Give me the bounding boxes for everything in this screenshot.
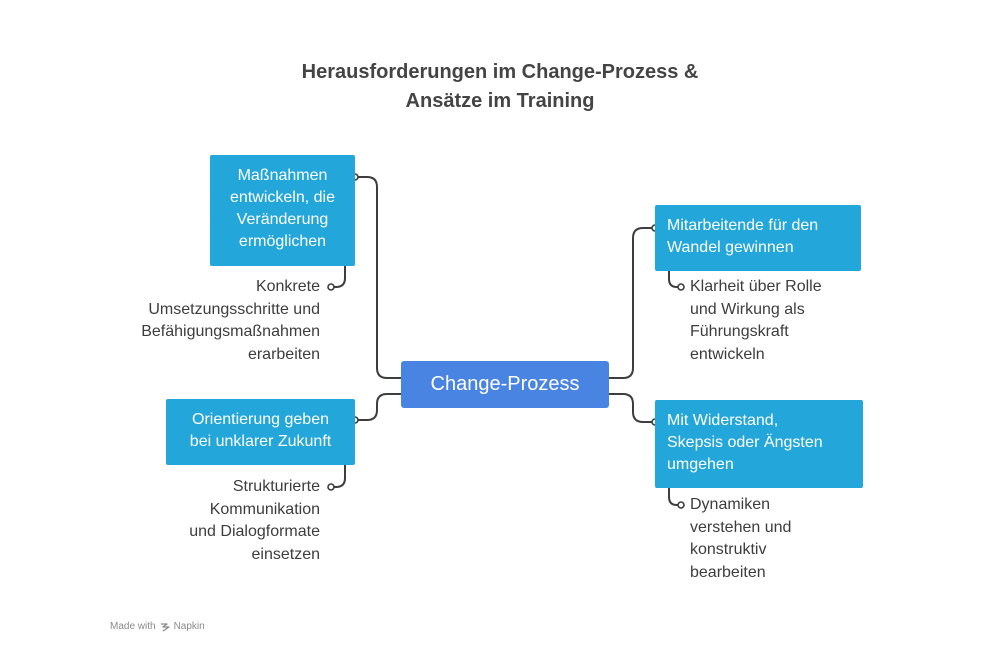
desc-line: Konkrete [255, 278, 320, 295]
box-top-right: Mitarbeitende für den Wandel gewinnen [655, 205, 861, 271]
made-with-napkin: Made with Napkin [110, 621, 205, 632]
connector-dot [677, 501, 685, 509]
desc-top-right: Klarheit über Rolle und Wirkung als Führ… [690, 276, 822, 366]
desc-line: erarbeiten [247, 345, 320, 363]
connector-dot [677, 283, 685, 291]
hook-bottom-left [331, 464, 346, 488]
box-line: Wandel gewinnen [667, 239, 794, 256]
title-line-2: Ansätze im Training [405, 90, 595, 112]
connector-bottom-left [354, 393, 402, 421]
desc-line: bearbeiten [690, 563, 766, 581]
desc-line: Umsetzungsschritte und [148, 300, 320, 318]
title-line-1: Herausforderungen im Change-Prozess & [301, 61, 699, 83]
desc-top-left: Konkrete Umsetzungsschritte und Befähigu… [141, 276, 320, 366]
box-line: Skepsis oder Ängsten [667, 434, 823, 451]
desc-line: Strukturierte [232, 478, 320, 495]
box-line: Mit Widerstand, [667, 412, 779, 429]
box-line: Maßnahmen [237, 167, 328, 184]
desc-line: Klarheit über Rolle [690, 278, 822, 295]
hook-top-left [331, 265, 346, 288]
box-line: umgehen [667, 456, 734, 473]
desc-line: Dynamiken [690, 496, 771, 513]
desc-bottom-left: Strukturierte Kommunikation und Dialogfo… [189, 476, 320, 566]
hook-top-right [668, 270, 681, 288]
desc-line: Befähigungsmaßnahmen [141, 323, 320, 340]
desc-bottom-right: Dynamiken verstehen und konstruktiv bear… [690, 494, 791, 584]
connector-dot [327, 283, 335, 291]
desc-line: einsetzen [251, 545, 321, 563]
box-bottom-left: Orientierung geben bei unklarer Zukunft [166, 399, 355, 465]
box-top-left: Maßnahmen entwickeln, die Veränderung er… [210, 155, 355, 266]
napkin-brand: Napkin [173, 621, 205, 632]
made-with-label: Made with [110, 621, 156, 632]
box-line: Veränderung [236, 211, 329, 228]
desc-line: Führungskraft [690, 323, 789, 340]
napkin-logo-icon [160, 622, 170, 632]
box-line: Orientierung geben [192, 411, 329, 428]
connector-dot [327, 483, 335, 491]
diagram-title: Herausforderungen im Change-Prozess & An… [0, 58, 1000, 116]
box-bottom-right: Mit Widerstand, Skepsis oder Ängsten umg… [655, 400, 863, 488]
desc-line: und Wirkung als [690, 300, 805, 318]
connector-top-right [608, 227, 656, 379]
desc-line: entwickeln [690, 345, 765, 363]
hook-bottom-right [668, 487, 681, 506]
desc-line: konstruktiv [690, 541, 767, 558]
box-line: Mitarbeitende für den [667, 217, 819, 234]
center-node: Change-Prozess [401, 361, 609, 408]
center-label: Change-Prozess [430, 373, 580, 395]
box-line: ermöglichen [238, 233, 327, 250]
connector-bottom-right [608, 393, 656, 423]
desc-line: Kommunikation [209, 500, 320, 518]
box-line: bei unklarer Zukunft [189, 433, 332, 450]
connector-top-left [354, 176, 402, 379]
desc-line: und Dialogformate [189, 523, 320, 540]
desc-line: verstehen und [690, 518, 792, 536]
box-line: entwickeln, die [230, 189, 335, 206]
